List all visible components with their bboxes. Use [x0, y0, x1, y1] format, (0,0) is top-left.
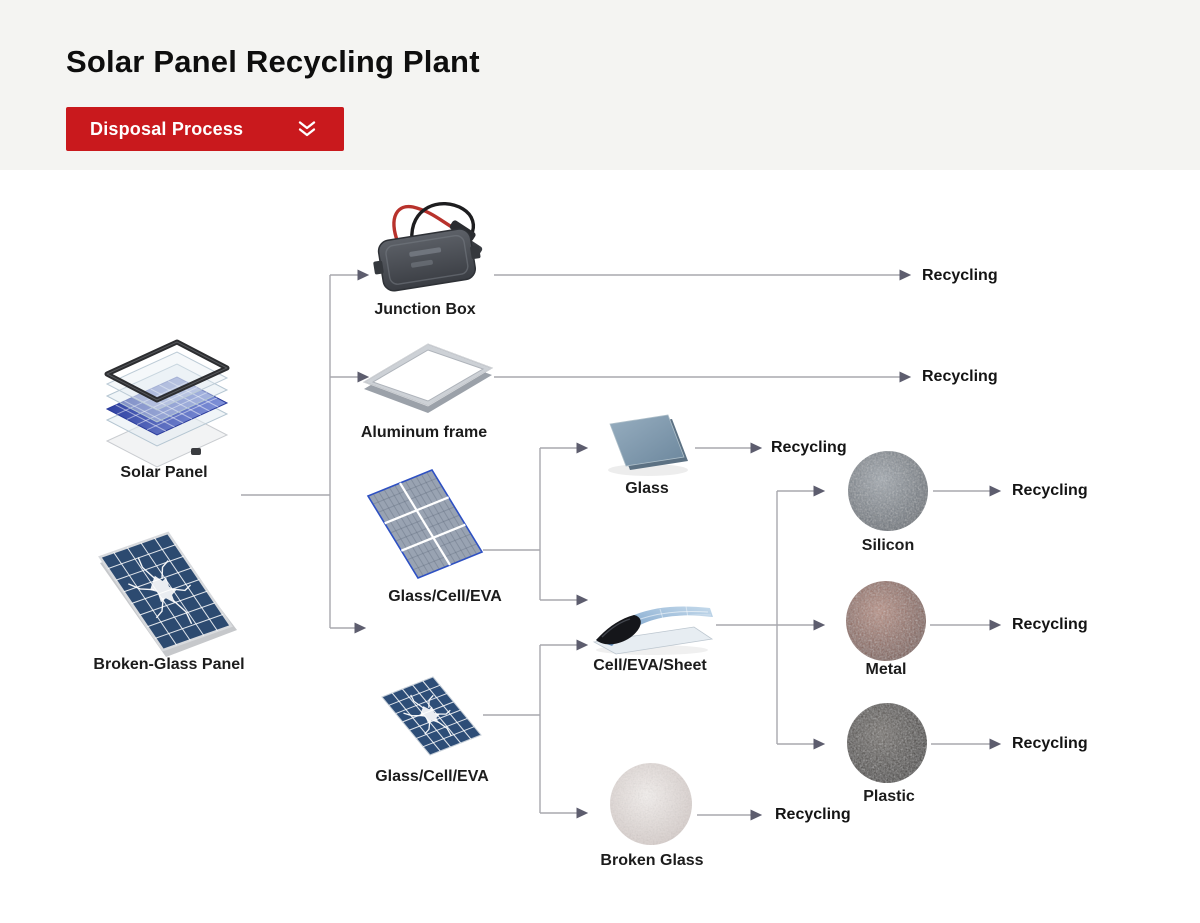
metal-image: [846, 581, 926, 661]
recycling-label-plastic: Recycling: [1012, 735, 1088, 752]
label-plastic: Plastic: [863, 788, 915, 805]
label-glass-cell-eva-bottom: Glass/Cell/EVA: [375, 768, 489, 785]
broken-glass-image: [610, 763, 692, 845]
cell-eva-sheet-image: [592, 605, 714, 655]
recycling-label-aluminum-frame: Recycling: [922, 368, 998, 385]
chevron-double-down-icon: [298, 120, 316, 136]
label-broken-glass: Broken Glass: [600, 852, 704, 869]
glass-cell-eva-top-image: [368, 470, 482, 578]
plastic-image: [847, 703, 927, 783]
solar-panel-image: [107, 339, 227, 468]
aluminum-frame-image: [362, 343, 494, 413]
disposal-process-dropdown[interactable]: Disposal Process: [66, 107, 344, 151]
recycling-label-metal: Recycling: [1012, 616, 1088, 633]
label-silicon: Silicon: [861, 537, 915, 554]
label-broken-glass-panel: Broken-Glass Panel: [93, 656, 245, 673]
label-aluminum-frame: Aluminum frame: [360, 424, 488, 441]
junction-box-image: [373, 202, 483, 292]
glass-cell-eva-bottom-image: [382, 677, 481, 755]
label-glass: Glass: [625, 480, 669, 497]
recycling-label-junction-box: Recycling: [922, 267, 998, 284]
broken-glass-panel-image: [100, 533, 237, 657]
label-solar-panel: Solar Panel: [120, 464, 208, 481]
label-junction-box: Junction Box: [374, 301, 476, 318]
recycling-label-silicon: Recycling: [1012, 482, 1088, 499]
page-title: Solar Panel Recycling Plant: [66, 44, 480, 79]
label-metal: Metal: [865, 661, 907, 678]
recycling-label-broken-glass: Recycling: [775, 806, 851, 823]
recycling-label-glass: Recycling: [771, 439, 847, 456]
label-glass-cell-eva-top: Glass/Cell/EVA: [388, 588, 502, 605]
silicon-image: [848, 451, 928, 531]
header: Solar Panel Recycling Plant Disposal Pro…: [0, 0, 1200, 170]
dropdown-label: Disposal Process: [90, 118, 244, 139]
connector-lines: [241, 269, 1002, 821]
glass-image: [608, 414, 688, 476]
label-cell-eva-sheet: Cell/EVA/Sheet: [593, 657, 707, 674]
